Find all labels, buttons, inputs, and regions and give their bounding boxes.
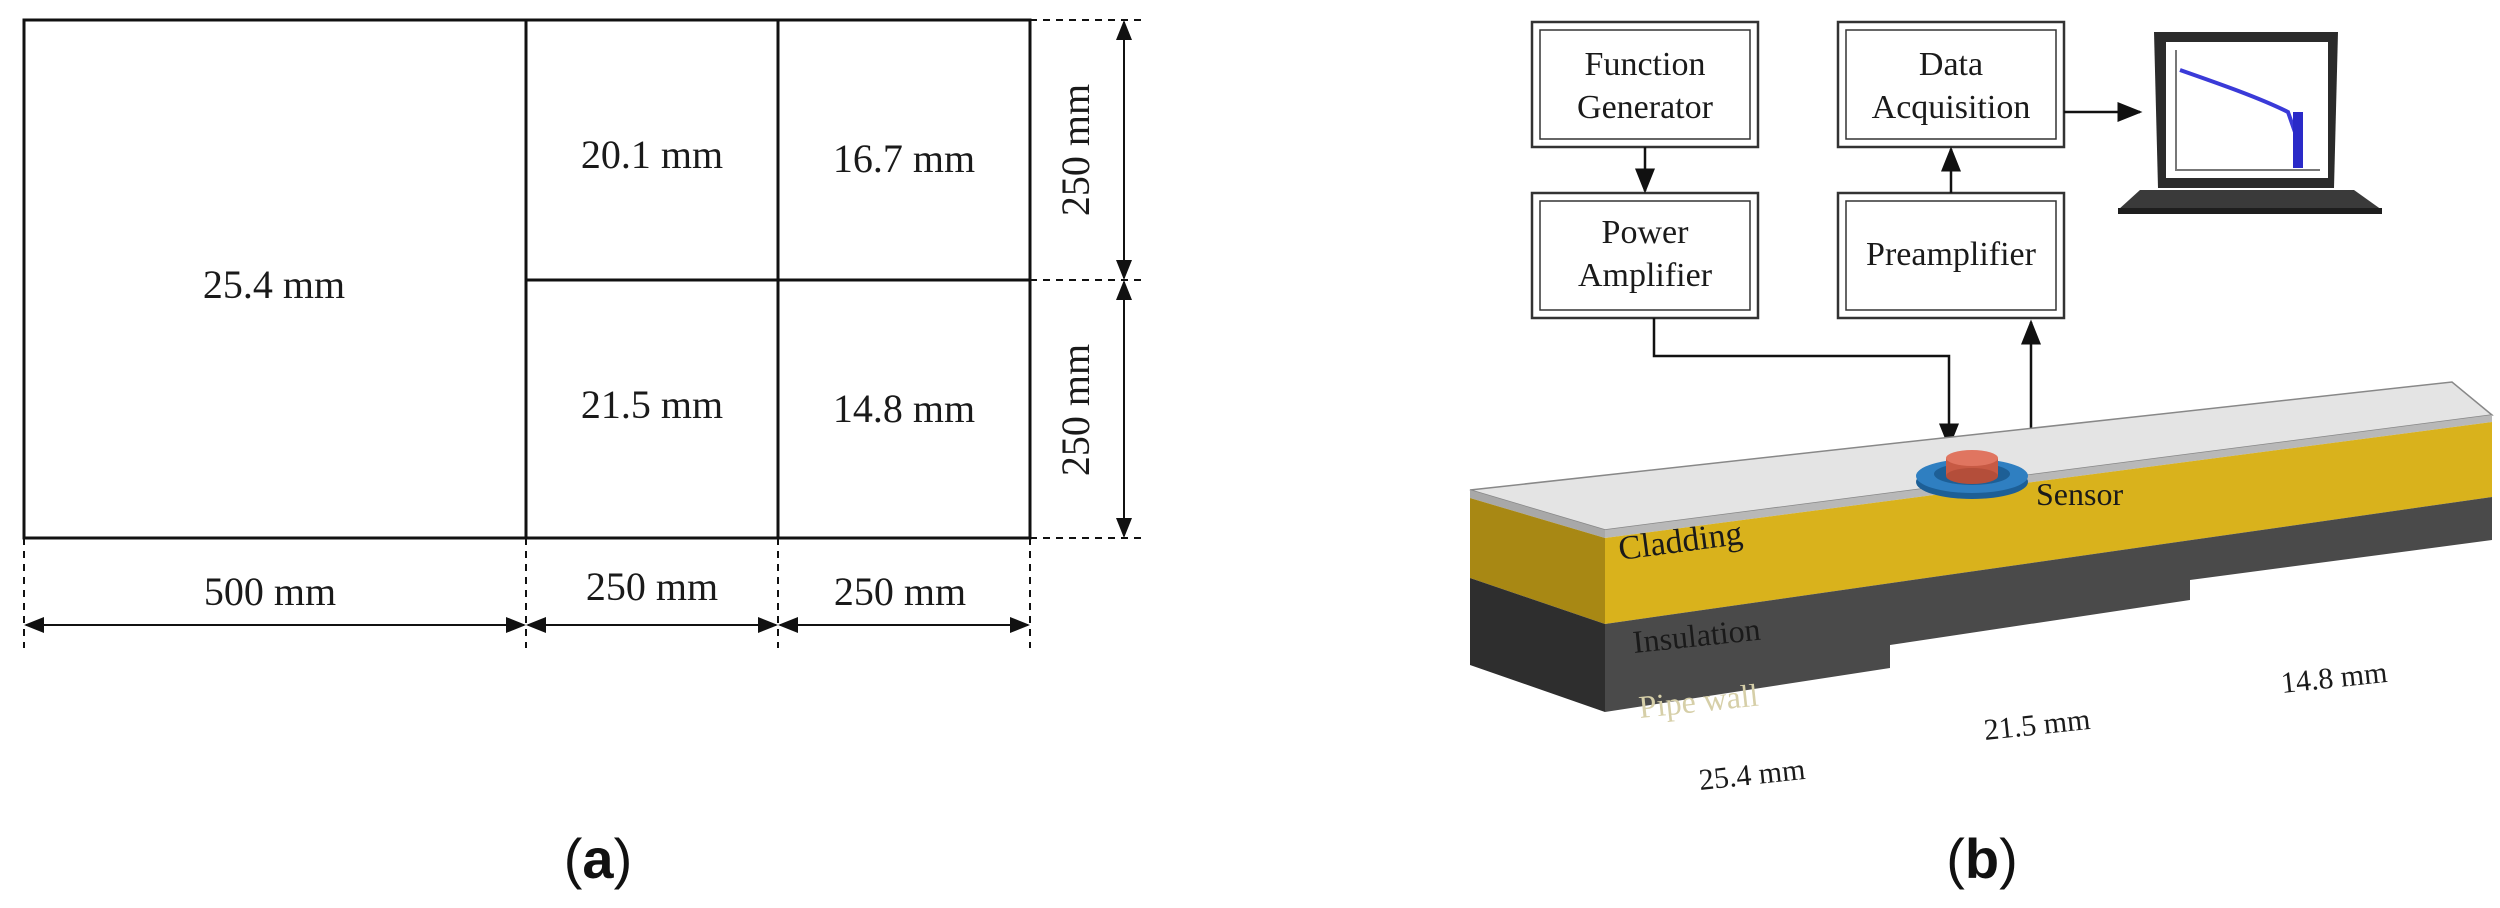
caption-a-letter: a bbox=[582, 827, 614, 890]
power-amplifier-line2: Amplifier bbox=[1578, 257, 1713, 294]
insulation-front bbox=[1605, 422, 2492, 624]
preamplifier-box: Preamplifier bbox=[1836, 191, 2066, 320]
function-generator-line2: Generator bbox=[1577, 89, 1714, 126]
width-label-500: 500 mm bbox=[204, 569, 336, 614]
power-amplifier-line1: Power bbox=[1602, 214, 1690, 251]
insulation-side bbox=[1470, 498, 1605, 624]
width-label-250-right: 250 mm bbox=[834, 569, 966, 614]
thickness-label-21-5: 21.5 mm bbox=[1982, 703, 2092, 747]
data-acquisition-line2: Acquisition bbox=[1872, 89, 2031, 126]
pipe-wall-front bbox=[1605, 497, 2492, 712]
thickness-label-25-4: 25.4 mm bbox=[1697, 753, 1807, 797]
data-acquisition-box: Data Acquisition bbox=[1836, 20, 2066, 149]
pipe-wall-side bbox=[1470, 578, 1605, 712]
height-dimensions bbox=[1030, 19, 1145, 539]
data-acquisition-line1: Data bbox=[1919, 46, 1983, 83]
preamplifier-label: Preamplifier bbox=[1866, 236, 2037, 273]
region-top-right-thickness: 16.7 mm bbox=[833, 136, 975, 181]
function-generator-line1: Function bbox=[1585, 46, 1706, 83]
region-bottom-mid-thickness: 21.5 mm bbox=[581, 382, 723, 427]
power-amplifier-box: Power Amplifier bbox=[1530, 191, 1760, 320]
height-label-bottom: 250 mm bbox=[1053, 344, 1098, 476]
cladding-edge-front bbox=[1605, 415, 2492, 538]
caption-a: (a) bbox=[564, 827, 632, 890]
width-dimensions bbox=[23, 538, 1031, 648]
panel-a: 25.4 mm 20.1 mm 16.7 mm 21.5 mm 14.8 mm … bbox=[22, 18, 1145, 890]
width-label-250-mid: 250 mm bbox=[586, 564, 718, 609]
cladding-edge-side bbox=[1470, 490, 1605, 538]
caption-b: (b) bbox=[1946, 827, 2018, 890]
pipe-specimen bbox=[1469, 381, 2494, 712]
region-large-thickness: 25.4 mm bbox=[203, 262, 345, 307]
region-top-mid-thickness: 20.1 mm bbox=[581, 132, 723, 177]
sensor-label: Sensor bbox=[2036, 476, 2123, 512]
thickness-grid bbox=[22, 18, 1032, 540]
sensor-icon bbox=[1916, 450, 2028, 499]
height-label-top: 250 mm bbox=[1053, 84, 1098, 216]
caption-b-letter: b bbox=[1965, 827, 1999, 890]
panel-b: Function Generator Power Amplifier Data … bbox=[1469, 20, 2494, 890]
region-bottom-right-thickness: 14.8 mm bbox=[833, 386, 975, 431]
function-generator-box: Function Generator bbox=[1530, 20, 1760, 149]
thickness-label-14-8: 14.8 mm bbox=[2279, 656, 2389, 700]
laptop-icon bbox=[2118, 32, 2382, 214]
